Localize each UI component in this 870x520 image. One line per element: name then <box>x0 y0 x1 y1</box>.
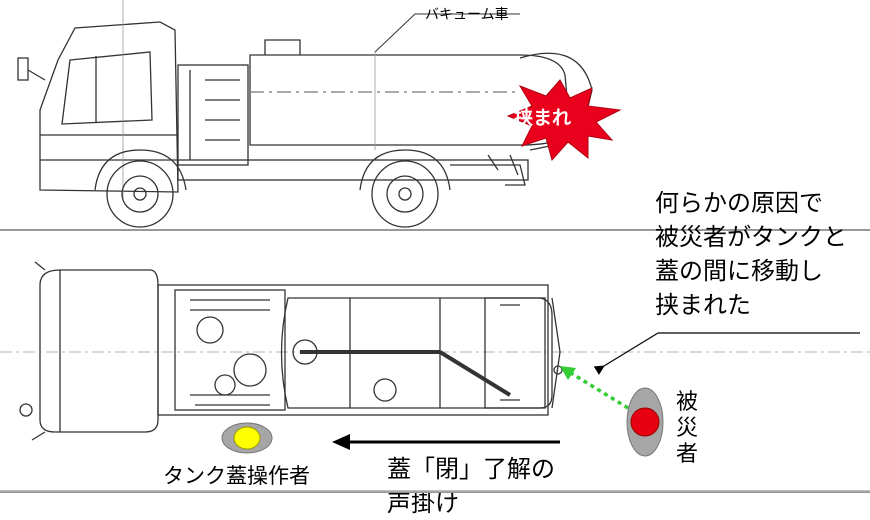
cause-line: 被災者がタンクと <box>655 223 847 251</box>
rear-wheel <box>371 160 439 228</box>
footer-divider <box>0 490 870 493</box>
call-line: 蓋「閉」了解の <box>387 455 555 483</box>
victim-label-char: 災 <box>676 416 699 441</box>
top-view-cab <box>39 269 159 433</box>
cause-description: 何らかの原因で 被災者がタンクと 蓋の間に移動し 挟まれた <box>655 186 847 322</box>
victim-label-char: 被 <box>676 390 699 415</box>
pinched-label: 挟まれ <box>514 107 572 129</box>
victim-movement-arrow <box>560 366 629 410</box>
victim-figure <box>626 387 664 457</box>
cause-line: 蓋の間に移動し <box>655 257 823 285</box>
victim-label: 被 災 者 <box>676 390 698 468</box>
call-description: 蓋「閉」了解の 声掛け <box>387 452 555 520</box>
vacuum-tank <box>249 54 571 146</box>
cause-line: 挟まれた <box>655 291 751 319</box>
top-view-tank <box>280 297 553 409</box>
cause-line: 何らかの原因で <box>655 189 823 217</box>
operator-figure <box>221 422 273 454</box>
pinched-burst <box>506 79 622 162</box>
truck-top-view <box>0 261 870 441</box>
vehicle-label: バキューム車 <box>425 7 509 23</box>
call-arrow <box>332 434 560 450</box>
cause-pointer <box>593 332 860 375</box>
call-line: 声掛け <box>387 489 459 517</box>
victim-label-char: 者 <box>676 442 699 467</box>
front-wheel <box>106 160 174 228</box>
operator-label: タンク蓋操作者 <box>163 464 310 488</box>
